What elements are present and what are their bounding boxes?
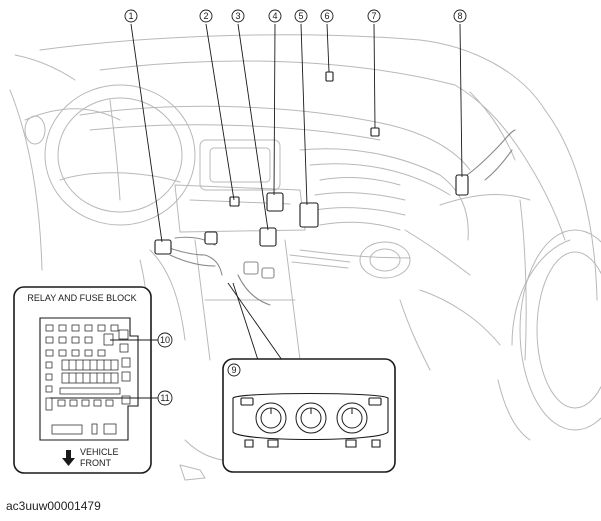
svg-text:3: 3	[235, 11, 240, 21]
svg-text:11: 11	[160, 393, 169, 403]
callout-10: 10	[157, 332, 173, 348]
components	[154, 71, 469, 255]
vehicle-interior-outline	[9, 34, 601, 481]
component-3-unit	[259, 227, 277, 247]
callout-11: 11	[157, 390, 173, 406]
down-arrow-icon	[62, 450, 75, 466]
svg-text:10: 10	[160, 335, 170, 345]
component-5-unit	[299, 202, 319, 228]
callout-1: 1	[124, 9, 138, 23]
svg-text:9: 9	[231, 365, 236, 375]
fuse-grid	[45, 324, 131, 435]
component-1b-connector	[204, 231, 218, 245]
component-2-unit	[229, 196, 240, 207]
svg-text:2: 2	[203, 11, 208, 21]
callout-3: 3	[231, 9, 245, 23]
component-7-sensor	[370, 127, 380, 137]
callout-6: 6	[320, 9, 334, 23]
component-4-unit	[266, 192, 284, 212]
climate-knob-center	[295, 402, 327, 434]
leader-lines	[130, 23, 463, 361]
relay-fuse-block-inset: RELAY AND FUSE BLOCK	[13, 286, 158, 474]
svg-text:6: 6	[324, 11, 329, 21]
component-8-unit	[455, 174, 469, 196]
climate-knob-left	[255, 402, 287, 434]
svg-text:5: 5	[298, 11, 303, 21]
climate-control-panel-inset	[222, 358, 396, 473]
relay-block-title: RELAY AND FUSE BLOCK	[27, 293, 136, 303]
svg-text:4: 4	[272, 11, 277, 21]
callout-2: 2	[199, 9, 213, 23]
direction-label-vehicle: VEHICLE	[80, 447, 119, 457]
image-reference-code: ac3uuw00001479	[6, 499, 101, 513]
callout-5: 5	[294, 9, 308, 23]
component-6-sensor	[325, 71, 334, 82]
callout-8: 8	[453, 9, 467, 23]
svg-text:7: 7	[371, 11, 376, 21]
component-1-connector	[154, 239, 172, 255]
direction-label-front: FRONT	[80, 458, 111, 468]
svg-text:1: 1	[128, 11, 133, 21]
callout-7: 7	[367, 9, 381, 23]
callout-9: 9	[227, 363, 241, 377]
climate-knob-right	[336, 402, 368, 434]
callout-4: 4	[268, 9, 282, 23]
svg-text:8: 8	[457, 11, 462, 21]
